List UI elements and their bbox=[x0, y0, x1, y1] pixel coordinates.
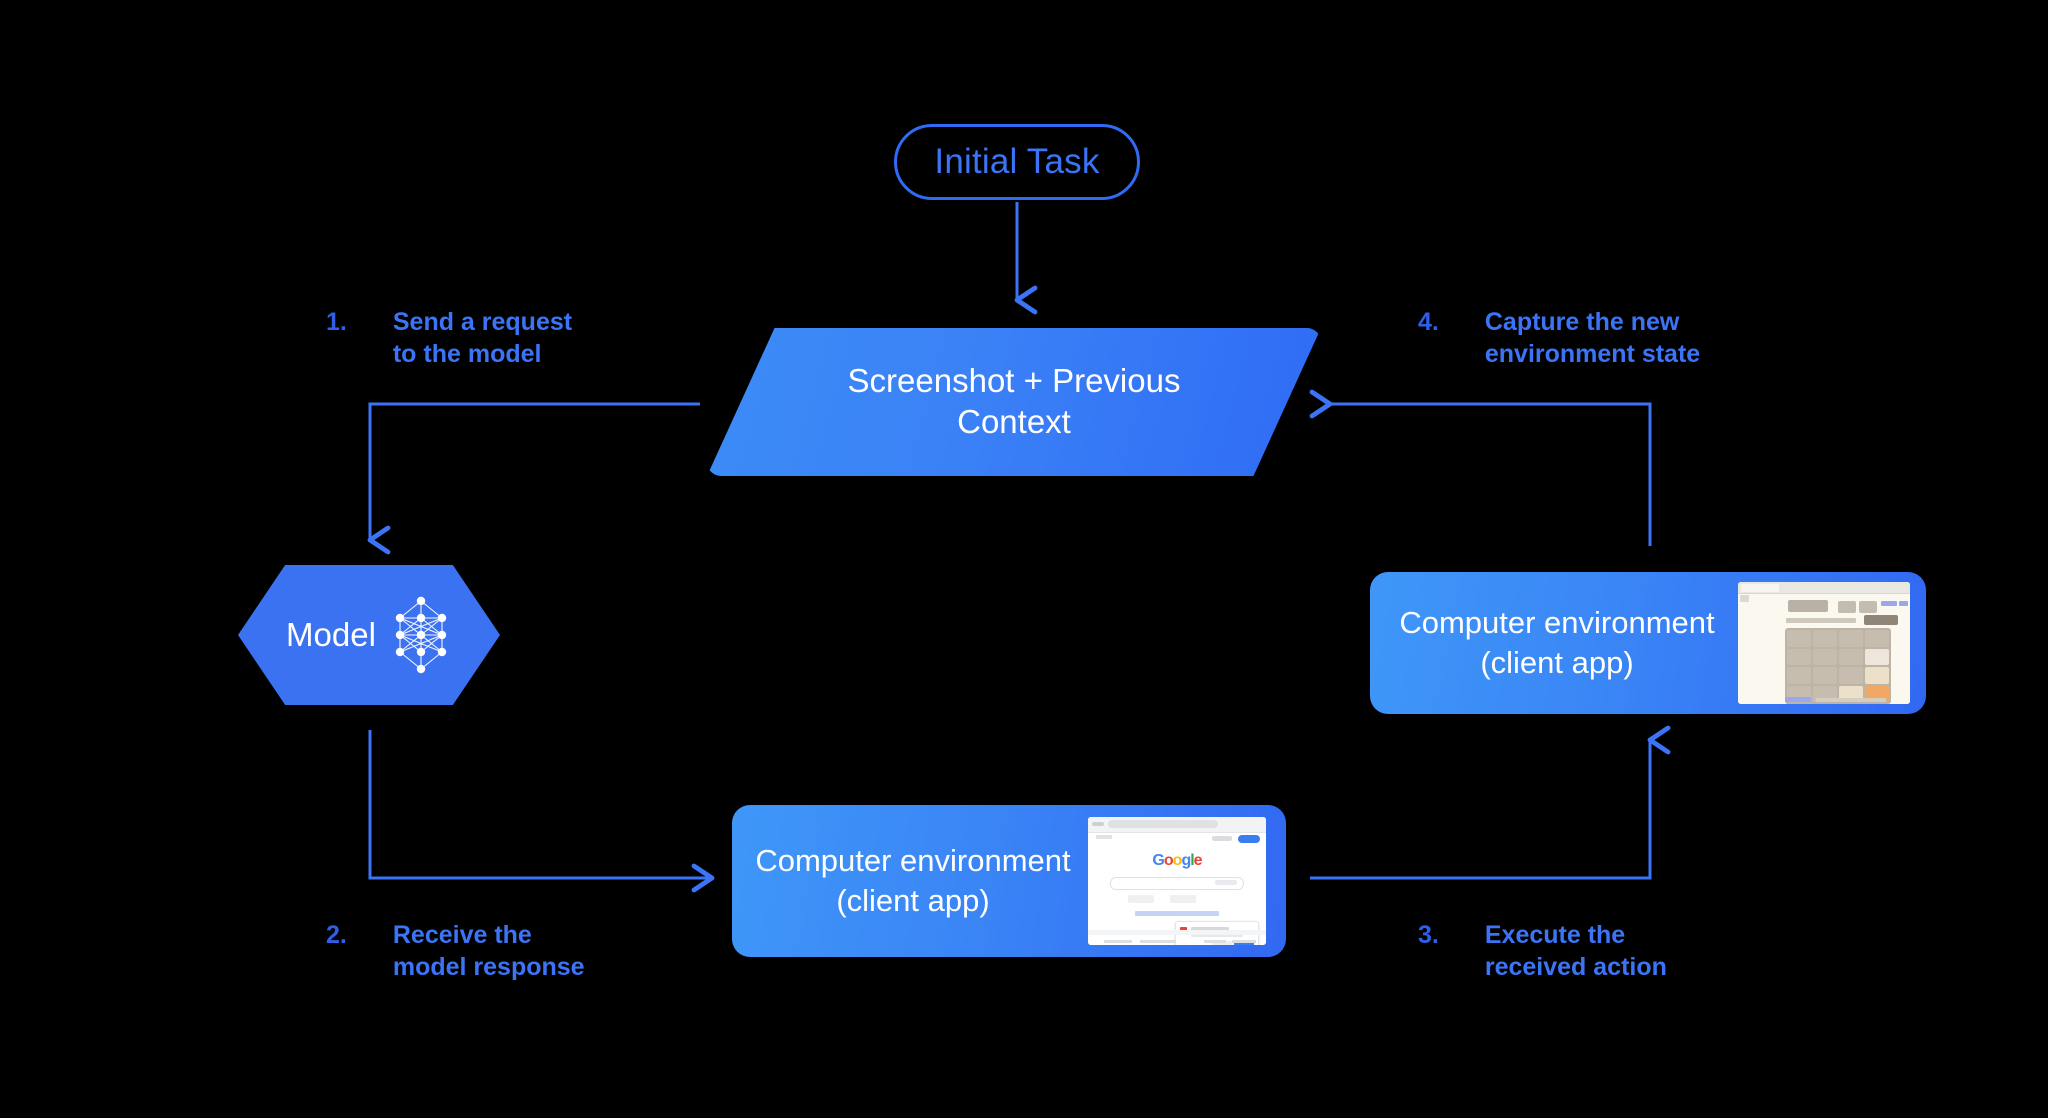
step-1-text: Send a request to the model bbox=[392, 308, 573, 368]
step-4-number: 4. bbox=[1418, 308, 1439, 336]
step-3-text: Execute the received action bbox=[1484, 921, 1667, 981]
thumbnail-2048-game bbox=[1738, 582, 1910, 704]
env-right-label: Computer environment (client app) bbox=[1370, 603, 1738, 682]
model-node[interactable]: Model bbox=[238, 565, 500, 705]
context-label-line1: Screenshot + Previous bbox=[847, 362, 1181, 400]
step-1-caption: 1. Send a request to the model bbox=[326, 307, 572, 370]
initial-task-node[interactable]: Initial Task bbox=[894, 124, 1140, 200]
step-2-number: 2. bbox=[326, 921, 347, 949]
context-node[interactable]: Screenshot + Previous Context bbox=[707, 328, 1321, 476]
context-label-line2: Context bbox=[957, 403, 1071, 440]
env-bottom-label: Computer environment (client app) bbox=[732, 841, 1088, 920]
step-1-number: 1. bbox=[326, 308, 347, 336]
env-bottom-line1: Computer environment bbox=[755, 843, 1071, 879]
step-3-caption: 3. Execute the received action bbox=[1418, 920, 1667, 983]
thumbnail-google-search: Google bbox=[1088, 817, 1266, 945]
step-4-caption: 4. Capture the new environment state bbox=[1418, 307, 1700, 370]
model-node-label: Model bbox=[286, 616, 376, 653]
arrow-env-right-to-context bbox=[1309, 389, 1652, 546]
arrow-model-to-env-bottom bbox=[368, 730, 715, 893]
env-right-line2: (client app) bbox=[1480, 645, 1634, 680]
step-2-text: Receive the model response bbox=[392, 921, 585, 981]
arrow-context-to-model bbox=[367, 402, 700, 555]
context-node-label: Screenshot + Previous Context bbox=[707, 328, 1321, 476]
model-node-shape bbox=[238, 565, 500, 705]
step-4-text: Capture the new environment state bbox=[1484, 308, 1701, 368]
arrow-env-bottom-to-env-right bbox=[1310, 725, 1671, 880]
neural-network-icon bbox=[395, 596, 447, 674]
env-bottom-line2: (client app) bbox=[836, 883, 990, 918]
env-right-line1: Computer environment bbox=[1399, 605, 1715, 641]
initial-task-label: Initial Task bbox=[934, 142, 1100, 181]
context-node-shape bbox=[707, 328, 1321, 476]
step-3-number: 3. bbox=[1418, 921, 1439, 949]
google-logo-icon: Google bbox=[1152, 852, 1202, 869]
computer-environment-right[interactable]: Computer environment (client app) bbox=[1370, 572, 1926, 714]
step-2-caption: 2. Receive the model response bbox=[326, 920, 585, 983]
computer-environment-bottom[interactable]: Computer environment (client app) Google bbox=[732, 805, 1286, 957]
